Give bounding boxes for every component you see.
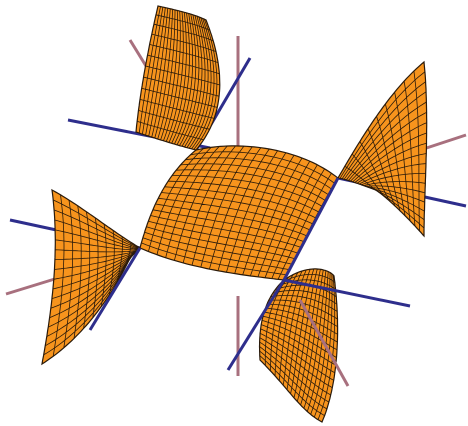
axis-line-lower-right-mauve xyxy=(298,299,350,387)
surface-patch-right-fill xyxy=(337,60,428,238)
surface-patch-right-mesh xyxy=(339,70,427,232)
axis-line-left-diagonal-blue xyxy=(88,247,142,331)
axis-line-lower-right-blue xyxy=(283,278,411,308)
axis-line-center-diagonal-blue xyxy=(282,177,340,281)
surface-patch-bottom xyxy=(258,268,339,423)
surface-patch-right xyxy=(337,60,428,238)
axis-lines-front xyxy=(88,177,411,387)
surface-patch-center-mesh xyxy=(141,145,335,280)
surface-patch-left xyxy=(41,188,141,366)
surface-patch-top-mesh xyxy=(136,6,220,150)
surface-patches xyxy=(41,5,428,423)
surface-patch-center xyxy=(139,145,339,281)
surface-patch-left-mesh xyxy=(43,194,140,357)
axis-line-lower-diagonal-blue xyxy=(226,279,286,371)
surface-patch-top xyxy=(135,5,221,151)
